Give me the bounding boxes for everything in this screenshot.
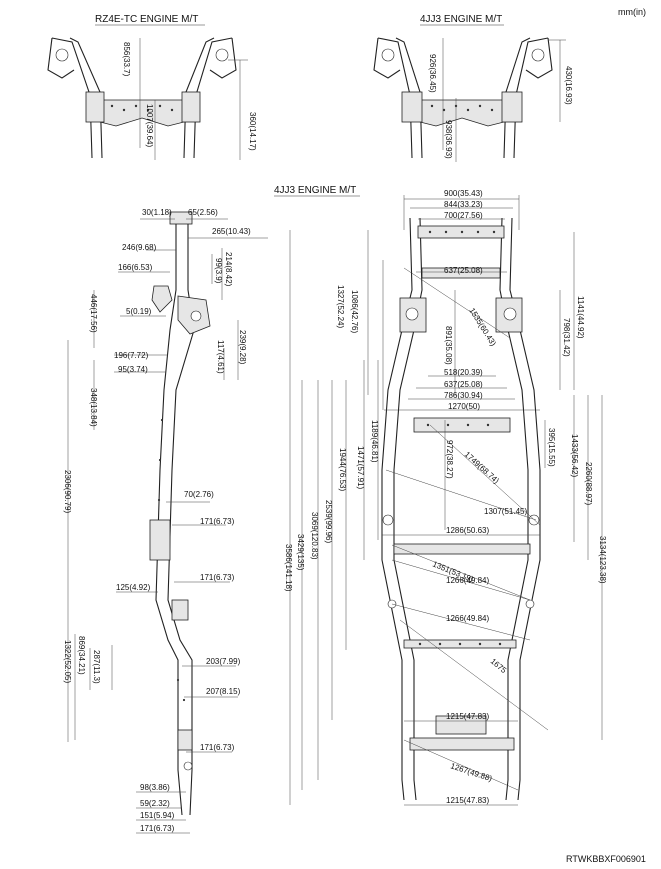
plan-dim-1266-b: 1266(49.84) [446,614,489,623]
plan-dim-1189: 1189(46.81) [370,420,379,463]
rz4e-dim-1007: 1007(39.64) [145,104,154,147]
jj3-top-dim-938: 938(36.93) [444,120,453,159]
side-dim-70: 70(2.76) [184,490,214,499]
plan-dim-1327: 1327(52.24) [336,285,345,328]
side-dim-95: 95(3.74) [118,365,148,374]
jj3-top-dim-430: 430(16.93) [564,66,573,105]
plan-dim-2260: 2260(88.97) [584,462,593,505]
plan-dim-518: 518(20.39) [444,368,483,377]
plan-dim-395: 395(15.55) [547,428,556,467]
rz4e-dim-856: 856(33.7) [122,42,131,77]
side-dim-65: 65(2.56) [188,208,218,217]
side-dim-446: 446(17.56) [89,294,98,333]
side-dim-196: 196(7.72) [114,351,149,360]
plan-dim-1433: 1433(56.42) [570,434,579,477]
rz4e-dim-360: 360(14.17) [248,112,257,151]
plan-dim-1267: 1267(49.88) [449,761,493,783]
plan-dim-1266-a: 1266(49.84) [446,576,489,585]
plan-dim-637-b: 637(25.08) [444,380,483,389]
rz4e-dimension-lines [139,38,248,160]
side-dim-99: 99(3.9) [214,258,223,284]
plan-dim-3586: 3586(141.18) [284,544,293,592]
side-dim-171-c: 171(6.73) [200,743,235,752]
side-dim-287: 287(11.3) [92,650,101,684]
side-dim-151: 151(5.94) [140,811,175,820]
plan-dim-1215-a: 1215(47.83) [446,712,489,721]
side-dim-117: 117(4.61) [216,340,225,374]
side-dim-125: 125(4.92) [116,583,151,592]
plan-dim-3134: 3134(123.38) [598,536,607,584]
jj3-main-view-title: 4JJ3 ENGINE M/T [274,185,356,196]
plan-dim-798: 798(31.42) [562,318,571,357]
plan-dim-1307: 1307(51.45) [484,507,527,516]
plan-dim-1215-b: 1215(47.83) [446,796,489,805]
side-dim-239: 239(9.28) [238,330,247,365]
plan-dim-3069: 3069(120.83) [310,512,319,560]
side-dim-265: 265(10.43) [212,227,251,236]
image-code: RTWKBBXF006901 [566,854,646,864]
side-dim-5: 5(0.19) [126,307,152,316]
plan-dim-1944: 1944(76.53) [338,448,347,491]
side-dim-1322: 1322(52.05) [63,640,72,683]
side-dim-171-b: 171(6.73) [200,573,235,582]
plan-dim-900: 900(35.43) [444,189,483,198]
side-dim-869: 869(34.21) [77,636,86,675]
side-dim-203: 203(7.99) [206,657,241,666]
plan-dim-1270: 1270(50) [448,402,480,411]
plan-dim-1675: 1675 [489,657,509,676]
unit-label: mm(in) [618,7,646,17]
plan-dim-1086: 1086(42.76) [350,290,359,333]
plan-dim-2539: 2539(99.96) [324,500,333,543]
side-dim-166: 166(6.53) [118,263,153,272]
jj3-top-dim-926: 926(36.45) [428,54,437,93]
jj3-top-view-title: 4JJ3 ENGINE M/T [420,14,502,25]
jj3-front-frame [373,37,553,159]
rz4e-view-title: RZ4E-TC ENGINE M/T [95,14,198,25]
plan-view-dimension-lines [289,195,603,806]
plan-dim-972: 972(38.27) [445,440,454,479]
side-dim-214: 214(8.42) [224,252,233,287]
plan-dim-844: 844(33.23) [444,200,483,209]
plan-dim-1286: 1286(50.63) [446,526,489,535]
side-dim-246: 246(9.68) [122,243,157,252]
side-dim-30: 30(1.18) [142,208,172,217]
plan-dim-891: 891(35.08) [444,326,453,365]
side-dim-59: 59(2.32) [140,799,170,808]
plan-view-frame [381,217,541,801]
side-view-frame [149,211,211,816]
side-dim-348: 348(13.84) [89,388,98,427]
side-dim-2306: 2306(90.79) [63,470,72,513]
plan-dim-637-a: 637(25.08) [444,266,483,275]
jj3-top-dimension-lines [442,38,566,162]
plan-dim-3429: 3429(135) [296,534,305,571]
plan-dim-700: 700(27.56) [444,211,483,220]
side-dim-98: 98(3.86) [140,783,170,792]
plan-dim-1471: 1471(57.91) [356,446,365,489]
rz4e-front-frame [47,37,237,159]
side-dim-171-a: 171(6.73) [200,517,235,526]
plan-dim-1749: 1749(68.74) [463,450,501,486]
side-dim-207: 207(8.15) [206,687,241,696]
side-dim-171-d: 171(6.73) [140,824,175,833]
side-view-dimension-lines [67,218,268,834]
plan-dim-1141: 1141(44.92) [576,296,585,339]
plan-dim-786: 786(30.94) [444,391,483,400]
